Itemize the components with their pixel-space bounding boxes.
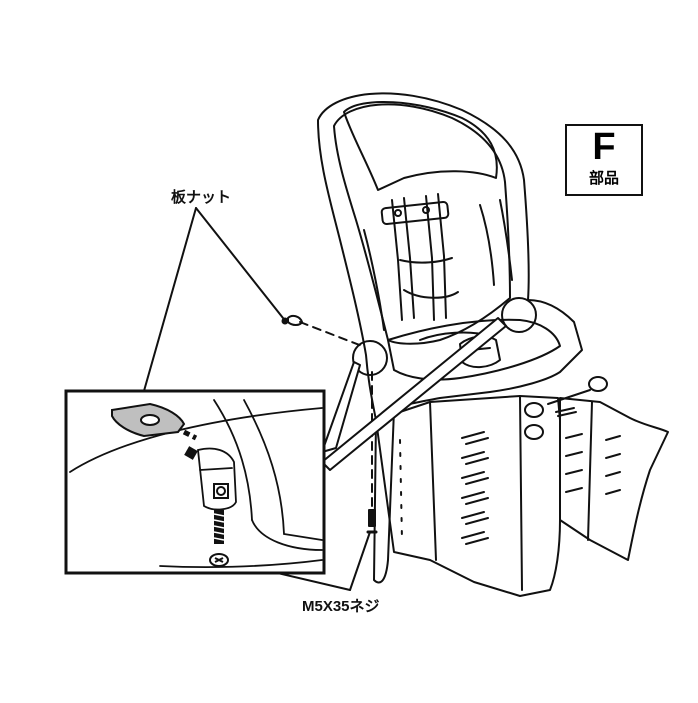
- right-bolster: [499, 199, 513, 281]
- screw-label: M5X35ネジ: [302, 598, 380, 615]
- seat-back-inner: [333, 103, 511, 345]
- part-letter: F: [592, 126, 616, 168]
- part-text: 部品: [588, 170, 619, 187]
- nut-leader-2: [195, 207, 284, 319]
- mount-knob-1: [524, 402, 544, 418]
- part-badge: F 部品: [565, 124, 643, 196]
- harness-clip: [380, 200, 450, 226]
- vent-slots-left: [461, 431, 485, 539]
- mount-knob-2: [524, 424, 544, 440]
- harness-strap-right: [425, 195, 435, 321]
- screw-leader-2: [349, 531, 371, 591]
- mount-knob-3: [588, 376, 608, 392]
- plate-nut-label: 板ナット: [171, 189, 232, 206]
- harness-strap-left: [391, 199, 403, 321]
- seat-back-shell: [317, 92, 583, 584]
- plate-nut-small: [287, 314, 303, 326]
- detail-connector: [321, 361, 361, 453]
- vent-slots-right: [565, 433, 583, 493]
- footrest-panel: [559, 397, 669, 561]
- callout-circle-left: [352, 340, 388, 376]
- callout-circle-right: [501, 297, 537, 333]
- screw-small: [368, 509, 376, 527]
- nut-guide-line: [299, 321, 363, 347]
- nut-leader-1: [137, 207, 197, 413]
- left-bolster: [363, 229, 385, 331]
- detail-inset: [64, 389, 326, 575]
- buckle: [459, 335, 501, 368]
- headrest-pad: [343, 100, 498, 191]
